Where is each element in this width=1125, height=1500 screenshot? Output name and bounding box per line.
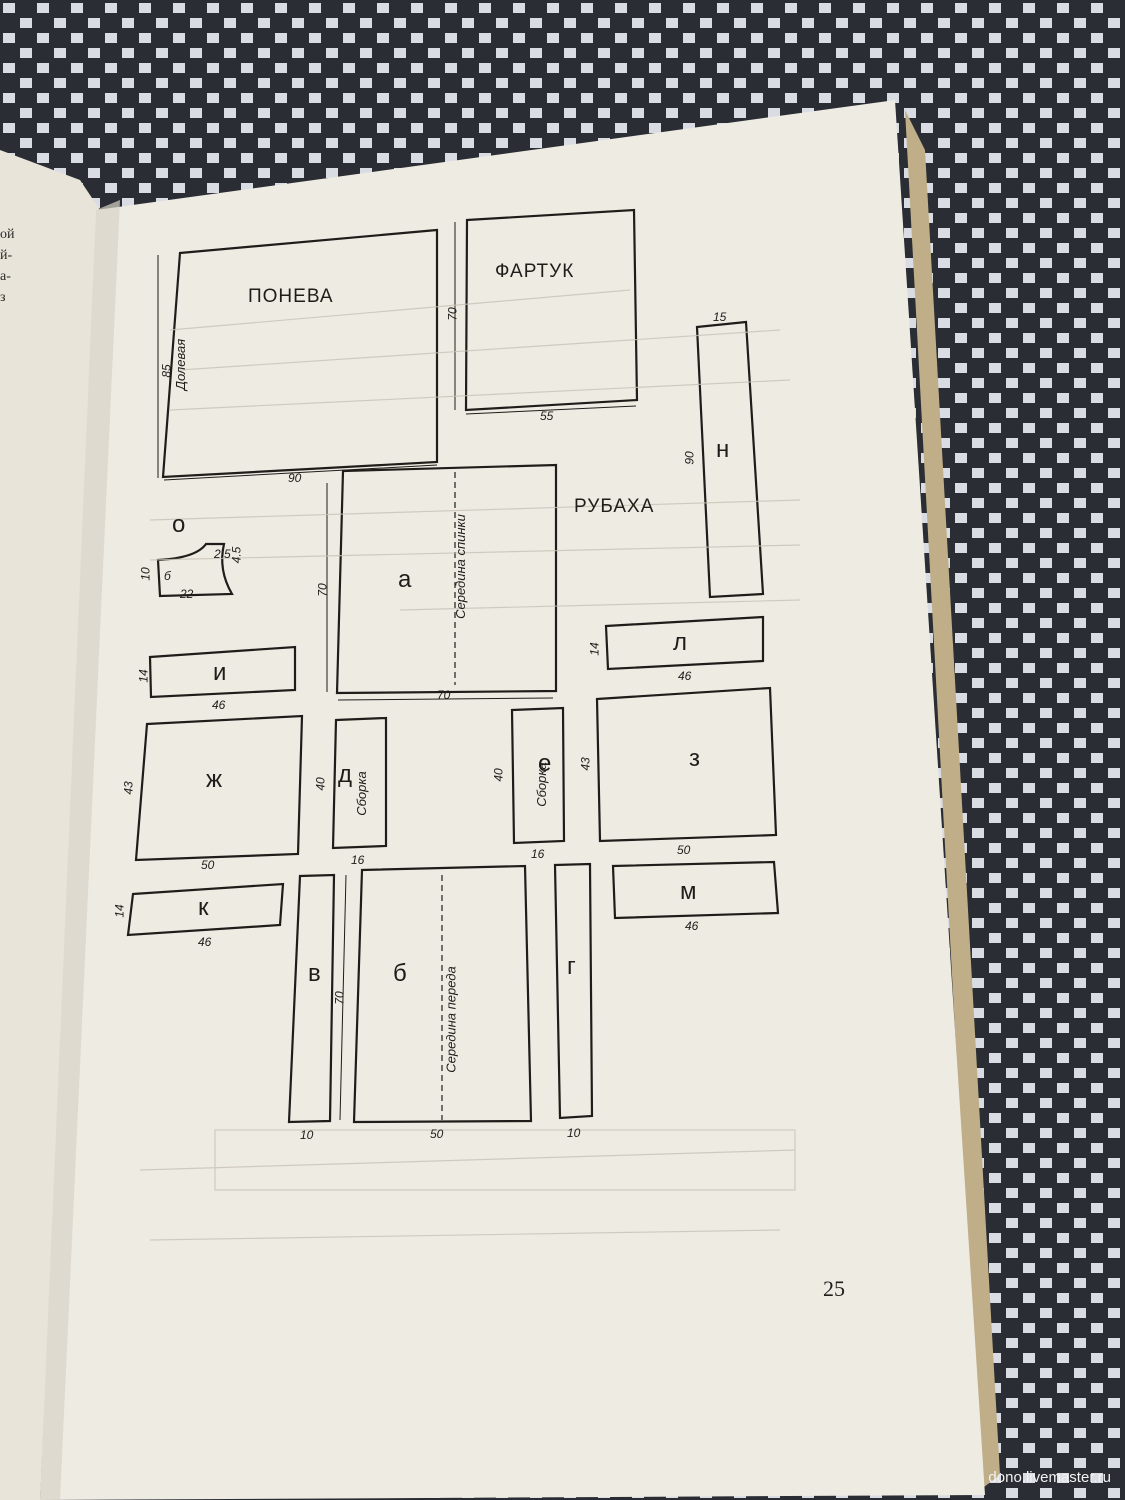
- piece-n: [695, 320, 765, 599]
- piece-e: [510, 706, 566, 845]
- piece-o-height: 10: [138, 567, 153, 581]
- piece-n-width: 15: [713, 310, 727, 324]
- piece-n-height: 90: [682, 451, 697, 465]
- piece-v-letter: в: [308, 960, 321, 987]
- piece-k-height: 14: [112, 904, 127, 918]
- poneva-piece: [161, 228, 439, 479]
- rubaha-title: РУБАХА: [574, 496, 655, 517]
- fartuk-title: ФАРТУК: [495, 261, 575, 282]
- piece-d-letter: д: [338, 761, 353, 788]
- piece-o-letter: о: [172, 511, 186, 538]
- piece-g-letter: г: [567, 953, 576, 980]
- piece-b-height: 70: [332, 991, 347, 1005]
- piece-k: [126, 882, 285, 937]
- bleed-through: [139, 289, 801, 1241]
- piece-b-center-label: Середина переда: [443, 966, 459, 1073]
- piece-z-letter: з: [689, 745, 701, 772]
- piece-g-width: 10: [567, 1126, 581, 1140]
- piece-g: [553, 862, 594, 1120]
- piece-m-width: 46: [685, 919, 699, 933]
- page-number: 25: [823, 1276, 845, 1301]
- piece-zh-letter: ж: [206, 766, 223, 793]
- piece-n-letter: н: [716, 436, 730, 463]
- piece-a-letter: а: [398, 566, 412, 593]
- piece-e-letter: е: [538, 750, 552, 777]
- piece-d: [331, 716, 388, 850]
- piece-k-width: 46: [198, 935, 212, 949]
- piece-d-height: 40: [313, 777, 328, 791]
- piece-b-width: 50: [430, 1127, 444, 1141]
- piece-i-letter: и: [213, 659, 227, 686]
- piece-l-width: 46: [678, 669, 692, 683]
- piece-o-width: 22: [180, 587, 194, 601]
- gutter-shadow: [40, 200, 120, 1500]
- left-page: [0, 150, 100, 1500]
- poneva-height: 85: [159, 364, 174, 378]
- piece-o-dim1: 2.5: [214, 547, 231, 561]
- watermark: dono.livemaster.ru: [988, 1469, 1111, 1486]
- piece-d-gather: Сборка: [353, 771, 369, 816]
- piece-z-height: 43: [578, 757, 593, 771]
- piece-v-width: 10: [300, 1128, 314, 1142]
- piece-d-width: 16: [351, 853, 365, 867]
- piece-l: [604, 615, 765, 671]
- piece-e-width: 16: [531, 847, 545, 861]
- piece-o-inner: б: [164, 569, 171, 583]
- piece-m-letter: м: [680, 878, 697, 905]
- piece-a-height: 70: [315, 583, 330, 597]
- piece-b: [352, 864, 533, 1124]
- poneva-width: 90: [288, 471, 302, 485]
- piece-i-height: 14: [136, 669, 151, 683]
- piece-m: [611, 860, 780, 920]
- piece-zh-height: 43: [121, 781, 136, 795]
- piece-l-height: 14: [587, 642, 602, 656]
- fartuk-width: 55: [540, 409, 554, 423]
- piece-zh: [134, 714, 304, 862]
- left-page-fragment-3: а-: [0, 269, 11, 284]
- left-page-fragment-1: ой: [0, 227, 15, 242]
- piece-o-dim2: 4.5: [229, 546, 244, 564]
- piece-a-center-label: Середина спинки: [452, 514, 468, 619]
- piece-b-letter: б: [393, 960, 407, 987]
- piece-o: [156, 542, 234, 598]
- piece-v: [287, 873, 336, 1124]
- piece-a-width: 70: [437, 688, 451, 702]
- book-edge: [905, 110, 1000, 1490]
- piece-i-width: 46: [212, 698, 226, 712]
- fartuk-piece: [464, 208, 639, 412]
- left-page-fragment-4: з: [0, 290, 6, 305]
- poneva-title: ПОНЕВА: [248, 286, 334, 307]
- pattern-drawing: [126, 208, 780, 1124]
- piece-i: [148, 645, 297, 699]
- piece-k-letter: к: [198, 894, 209, 921]
- fartuk-height: 70: [445, 307, 460, 321]
- poneva-grain-label: Долевая: [173, 338, 189, 391]
- piece-l-letter: л: [673, 629, 688, 656]
- piece-e-gather: Сборка: [533, 762, 549, 807]
- piece-z-width: 50: [677, 843, 691, 857]
- piece-a: [335, 463, 558, 695]
- piece-zh-width: 50: [201, 858, 215, 872]
- piece-z: [595, 686, 778, 843]
- piece-e-height: 40: [491, 768, 506, 782]
- left-page-fragment-2: й-: [0, 248, 13, 263]
